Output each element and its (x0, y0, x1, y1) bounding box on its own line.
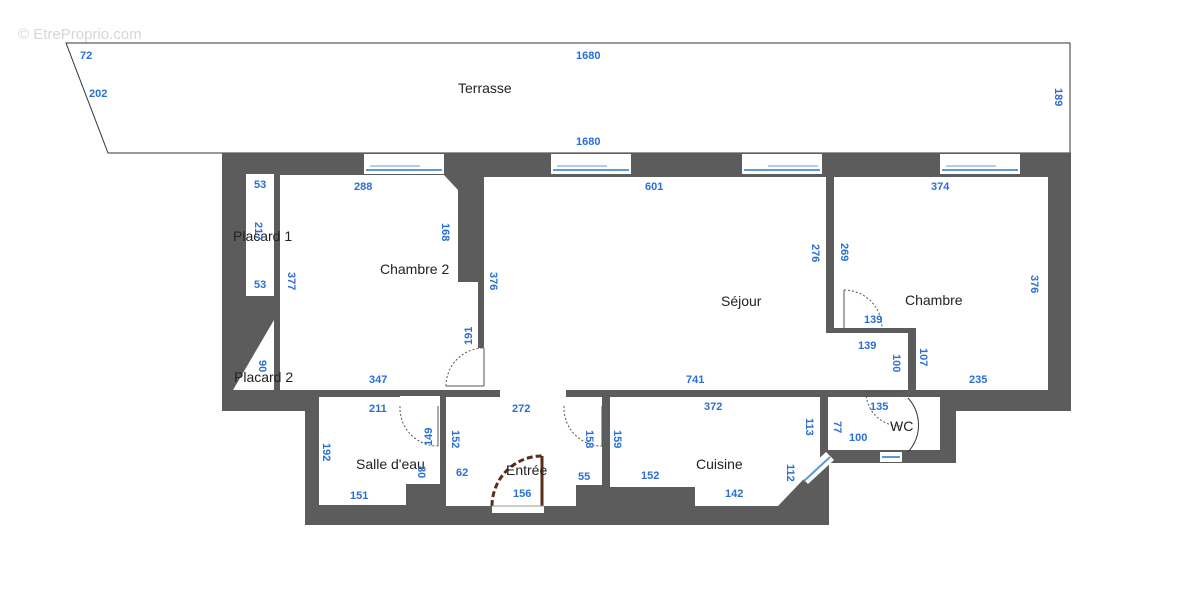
door-chambre (843, 289, 883, 329)
dim-chambre-100: 100 (890, 354, 902, 372)
window-chambre (940, 154, 1020, 174)
dim-entree-62: 62 (456, 467, 468, 479)
dim-sejour-top: 601 (645, 181, 663, 193)
dim-entree-top: 272 (512, 403, 530, 415)
window-sejour-1 (551, 154, 631, 174)
room-placard-1: Placard 1 (233, 228, 292, 244)
room-interiors (233, 174, 1048, 506)
dim-entree-bottom: 156 (513, 488, 531, 500)
window-cuisine (800, 452, 834, 484)
room-chambre: Chambre (905, 292, 963, 308)
door-chambre-2 (445, 347, 485, 387)
dim-c2-right-top: 168 (439, 223, 451, 241)
door-salle-eau (399, 405, 439, 447)
terrace-outline (65, 42, 1071, 154)
dim-cuisine-bottom: 142 (725, 488, 743, 500)
dim-wc-bottom: 100 (849, 432, 867, 444)
windows (364, 154, 1020, 484)
dim-c2-top: 288 (354, 181, 372, 193)
dim-se-top: 211 (369, 403, 387, 415)
room-salle-eau: Salle d'eau (356, 456, 425, 472)
room-sejour: Séjour (721, 293, 762, 309)
dim-cuisine-right: 113 (803, 418, 815, 436)
placard-1-area (246, 174, 274, 296)
dim-terrasse-bottom: 1680 (576, 136, 600, 148)
dim-sejour-right: 276 (809, 244, 821, 262)
dim-terrasse-top: 1680 (576, 50, 600, 62)
dim-se-left: 192 (320, 443, 332, 461)
dim-chambre-bottom: 235 (969, 374, 987, 386)
placard-2-area (233, 320, 274, 390)
dim-chambre-left: 269 (838, 243, 850, 261)
dim-entree-left: 152 (449, 430, 461, 448)
dim-chambre-right: 376 (1028, 275, 1040, 293)
entree-area (446, 397, 602, 506)
dim-sejour-left: 376 (487, 272, 499, 290)
dim-cuisine-left: 159 (611, 430, 623, 448)
window-wc (880, 452, 902, 462)
window-sejour-2 (742, 154, 822, 174)
dim-placard2: 90 (256, 360, 268, 372)
dim-chambre-step1: 139 (864, 314, 882, 326)
dim-entree-55: 55 (578, 471, 590, 483)
dim-se-right: 149 (423, 428, 435, 446)
wc-area (828, 397, 940, 450)
room-chambre-2: Chambre 2 (380, 261, 449, 277)
dimensions: 1680 1680 72 202 189 53 217 53 90 288 16… (80, 50, 1064, 502)
room-labels: Terrasse Chambre 2 Séjour Chambre Placar… (233, 80, 963, 478)
doors (399, 289, 919, 453)
dim-entree-right: 158 (583, 430, 595, 448)
dim-c2-bottom: 347 (369, 374, 387, 386)
dim-chambre-top: 374 (931, 181, 950, 193)
dim-se-bottom: 151 (350, 490, 368, 502)
dim-c2-left: 377 (285, 272, 297, 290)
chambre-2-area (280, 175, 478, 390)
entrance-door (490, 454, 544, 513)
dim-terrasse-left: 202 (89, 88, 107, 100)
room-cuisine: Cuisine (696, 456, 743, 472)
dim-cuisine-top: 372 (704, 401, 722, 413)
dim-wc-left: 77 (831, 421, 843, 433)
dim-placard1-mid: 217 (252, 222, 264, 240)
dim-placard1-top: 53 (254, 179, 266, 191)
dim-chambre-107: 107 (917, 348, 929, 366)
dim-terrasse-left-top: 72 (80, 50, 92, 62)
room-entree: Entrée (506, 462, 547, 478)
room-wc: WC (890, 418, 913, 434)
watermark: © EtreProprio.com (18, 26, 142, 43)
salle-eau-area (319, 397, 440, 505)
dim-terrasse-right: 189 (1052, 88, 1064, 106)
dim-sejour-bottom: 741 (686, 374, 704, 386)
dim-c2-right: 191 (463, 327, 475, 345)
door-wc (865, 391, 919, 453)
dim-se-80: 80 (415, 466, 427, 478)
sejour-area (484, 177, 826, 390)
room-terrasse: Terrasse (458, 80, 512, 96)
dim-cuisine-diag: 112 (784, 464, 796, 482)
dim-wc-top: 135 (870, 401, 888, 413)
cuisine-area (610, 397, 820, 506)
dim-chambre-step2: 139 (858, 340, 876, 352)
chambre-area (834, 177, 1048, 390)
sejour-extension (826, 333, 908, 390)
window-chambre-2 (364, 154, 444, 174)
room-placard-2: Placard 2 (234, 369, 293, 385)
door-cuisine (563, 405, 603, 447)
dim-cuisine-152: 152 (641, 470, 659, 482)
dim-placard1-bottom: 53 (254, 279, 266, 291)
